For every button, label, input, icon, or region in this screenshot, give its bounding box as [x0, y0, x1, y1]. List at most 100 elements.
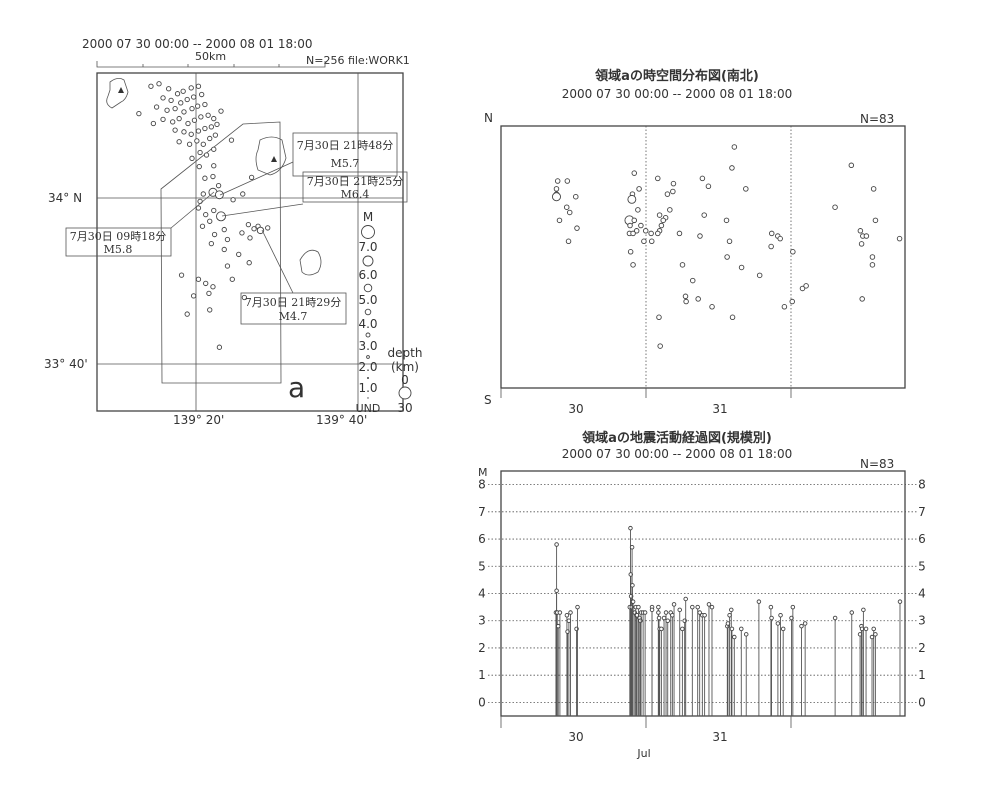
- space-time-point: [709, 304, 715, 310]
- epicenter-point: [164, 107, 170, 113]
- epicenter-point: [211, 231, 218, 238]
- space-time-point: [566, 209, 573, 216]
- callout-time: 7月30日 21時25分: [307, 175, 404, 188]
- space-time-point: [648, 230, 654, 237]
- space-time-point: [863, 233, 870, 239]
- legend-circle: [367, 377, 369, 379]
- epicenter-point: [203, 152, 210, 158]
- magnitude-point: [575, 604, 580, 610]
- region-a-outline: [160, 121, 282, 384]
- epicenter-point: [168, 97, 174, 103]
- space-time-point: [633, 228, 640, 234]
- legend-circle: [362, 255, 374, 267]
- magnitude-point: [739, 626, 744, 632]
- epicenter-point: [194, 138, 200, 144]
- space-time-point: [670, 180, 677, 187]
- space-time-chart: 領域aの時空間分布図(南北) 2000 07 30 00:00 -- 2000 …: [484, 68, 906, 416]
- space-time-point: [664, 191, 671, 197]
- x-tick-label: 31: [712, 730, 727, 744]
- magnitude-point: [729, 607, 734, 613]
- magnitude-point: [642, 610, 648, 615]
- epicenter-point: [236, 251, 242, 258]
- epicenter-point: [186, 141, 193, 147]
- epicenter-point: [189, 155, 195, 161]
- epicenter-point: [251, 226, 257, 232]
- space-time-point: [627, 194, 637, 204]
- magnitude-point: [656, 610, 661, 615]
- epicenter-point: [181, 129, 187, 135]
- magnitude-legend: M 7.0 6.0 5.0 4.0 3.0 2.0 1.0 UND: [356, 210, 381, 415]
- legend-m-label: 4.0: [358, 317, 377, 331]
- magnitude-point: [897, 599, 903, 604]
- space-time-point: [656, 212, 663, 218]
- lon-label-139-20: 139° 20': [173, 413, 224, 427]
- space-time-point: [723, 217, 730, 224]
- magnitude-point: [802, 621, 808, 626]
- magnitude-point: [861, 607, 866, 613]
- legend-m-label: 7.0: [358, 240, 377, 254]
- volcano-icon: [271, 156, 277, 162]
- epicenter-point: [197, 149, 203, 156]
- legend-m-title: M: [363, 210, 373, 224]
- epicenter-point: [202, 175, 208, 181]
- magnitude-point: [849, 610, 855, 615]
- magnitude-point: [636, 604, 641, 610]
- epicenter-map-panel: 2000 07 30 00:00 -- 2000 08 01 18:00 50k…: [44, 37, 422, 427]
- y-tick-label-right: 8: [918, 478, 926, 492]
- epicenter-point: [178, 272, 185, 278]
- magnitude-point: [706, 602, 712, 607]
- epicenter-point: [191, 117, 198, 123]
- callout-time: 7月30日 21時29分: [245, 296, 342, 309]
- magnitude-point: [832, 615, 838, 621]
- epicenter-point: [211, 115, 217, 122]
- y-tick-label-right: 0: [918, 695, 926, 709]
- callout-m57: 7月30日 21時48分 M5.7: [219, 132, 398, 196]
- space-time-point: [676, 230, 683, 237]
- epicenter-point: [178, 100, 184, 106]
- space-time-point: [701, 212, 707, 218]
- epicenter-point: [200, 191, 206, 197]
- epicenter-point: [166, 86, 172, 92]
- callout-m58: 7月30日 09時18分 M5.8: [65, 191, 215, 257]
- legend-circle: [366, 355, 370, 359]
- epicenter-point: [199, 223, 206, 229]
- epicenter-point: [218, 108, 224, 114]
- space-time-point: [697, 233, 703, 239]
- y-axis-label: M: [478, 466, 488, 479]
- epicenter-point: [195, 103, 201, 109]
- space-time-point: [689, 277, 696, 284]
- chart-count: N=83: [860, 112, 894, 126]
- y-tick-label: 4: [478, 587, 486, 601]
- space-time-point: [869, 254, 876, 260]
- space-time-point: [556, 217, 563, 224]
- magnitude-point: [799, 623, 804, 629]
- magnitude-point: [863, 626, 869, 632]
- magnitude-point: [778, 613, 783, 618]
- magnitude-point: [697, 610, 702, 615]
- chart-subtitle: 2000 07 30 00:00 -- 2000 08 01 18:00: [562, 87, 793, 101]
- region-a-label: a: [288, 371, 305, 404]
- epicenter-point: [172, 127, 178, 133]
- y-tick-label: 6: [478, 532, 486, 546]
- magnitude-point: [661, 615, 667, 621]
- epicenter-point: [245, 221, 252, 228]
- magnitude-point: [769, 615, 774, 621]
- legend-circle: [365, 332, 371, 338]
- magnitude-point: [729, 626, 735, 632]
- epicenter-point: [212, 132, 219, 138]
- epicenter-point: [202, 125, 208, 132]
- x-tick-label: 31: [712, 402, 727, 416]
- legend-m-label: 1.0: [358, 381, 377, 395]
- y-tick-label: 3: [478, 614, 486, 628]
- space-time-point: [554, 178, 561, 184]
- x-tick-label: 30: [568, 402, 583, 416]
- epicenter-point: [215, 183, 222, 189]
- space-time-point: [679, 262, 686, 268]
- epicenter-point: [207, 307, 213, 313]
- epicenter-point: [205, 112, 211, 118]
- chart-frame: [500, 125, 906, 389]
- magnitude-stems: [553, 525, 903, 716]
- epicenter-point: [195, 83, 202, 89]
